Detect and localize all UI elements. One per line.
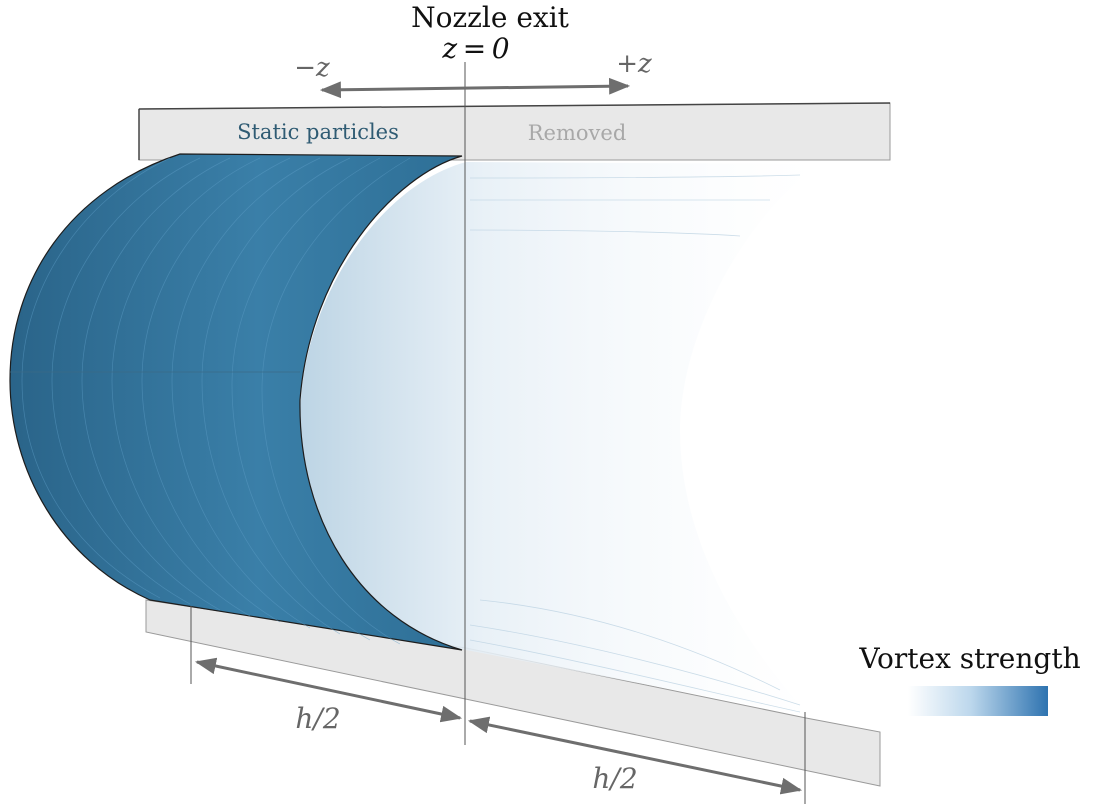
legend-colorbar [908,686,1048,716]
static-particles [9,153,463,651]
static-particle-rings [21,157,411,645]
removed-particle-streaks [469,174,801,713]
removed-particles [300,162,820,716]
title-nozzle-exit: Nozzle exit [411,1,570,34]
static-particles-label: Static particles [237,120,399,144]
z-axis-arrow [319,77,631,99]
plus-z-label: +z [616,49,652,79]
removed-label: Removed [528,121,627,145]
top-wall-edge [138,102,891,110]
left-half-label: h/2 [295,702,340,735]
title-z-equals-zero: z = 0 [441,32,509,65]
right-half-arrow [467,716,803,795]
left-half-arrow [194,657,463,723]
minus-z-label: −z [294,53,330,83]
right-half-label: h/2 [592,762,637,795]
legend-title: Vortex strength [858,642,1080,675]
